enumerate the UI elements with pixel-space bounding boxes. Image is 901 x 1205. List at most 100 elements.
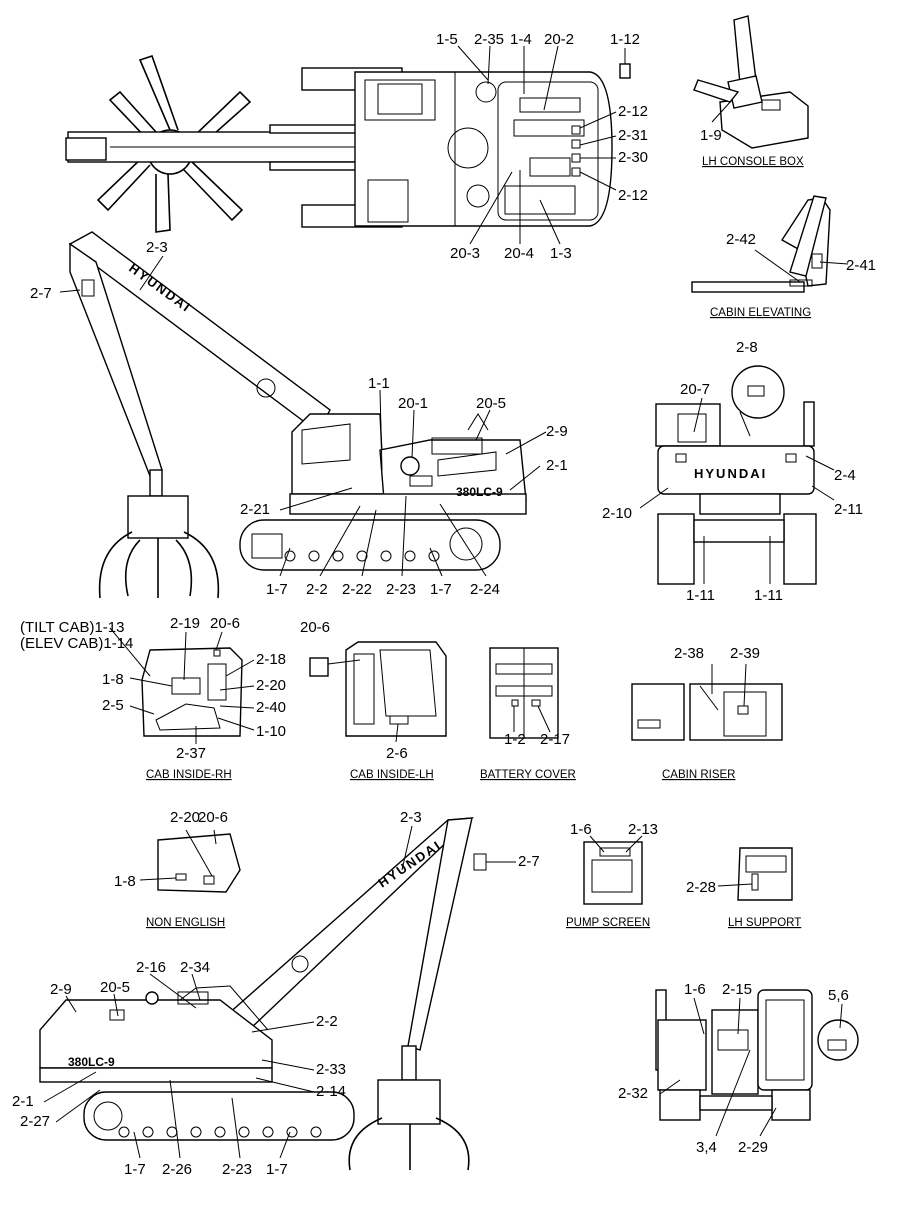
callouts-cab-lh: 20-6 2-6 1-2 2-17 2-38 2-39 bbox=[300, 619, 760, 762]
side-model-text: 380LC-9 bbox=[456, 485, 503, 499]
cab-inside-rh-drawing bbox=[109, 627, 255, 744]
callout-label: 2-17 bbox=[540, 731, 570, 748]
callout-label: 20-5 bbox=[100, 979, 130, 996]
lower-boom-brand-text: HYUNDAI bbox=[375, 837, 444, 890]
callout-label: 2-32 bbox=[618, 1085, 648, 1102]
callout-label: 1-8 bbox=[114, 873, 136, 890]
callouts-top-view: 1-5 2-35 1-4 20-2 1-12 2-12 2-31 2-30 2-… bbox=[436, 31, 648, 262]
callout-label: 1-6 bbox=[684, 981, 706, 998]
callout-label: 20-6 bbox=[210, 615, 240, 632]
callout-label: 1-4 bbox=[510, 31, 532, 48]
caption-non-english: NON ENGLISH bbox=[146, 917, 225, 929]
callout-label: (TILT CAB)1-13 bbox=[20, 619, 124, 636]
callout-label: 1-10 bbox=[256, 723, 286, 740]
non-english-drawing bbox=[139, 829, 241, 893]
lower-model-text: 380LC-9 bbox=[68, 1055, 115, 1069]
callout-label: 2-19 bbox=[170, 615, 200, 632]
caption-cabin-elevating: CABIN ELEVATING bbox=[710, 307, 811, 319]
callout-label: 2-26 bbox=[162, 1161, 192, 1178]
callout-label: 20-6 bbox=[300, 619, 330, 636]
callout-label: 2-20 bbox=[256, 677, 286, 694]
callout-label: 1-5 bbox=[436, 31, 458, 48]
callout-label: 1-11 bbox=[754, 587, 783, 604]
callout-label: 2-3 bbox=[146, 239, 168, 256]
callout-label: 2-21 bbox=[240, 501, 270, 518]
callout-label: 2-27 bbox=[20, 1113, 50, 1130]
callout-label: 2-9 bbox=[50, 981, 72, 998]
cabin-riser-drawing bbox=[631, 663, 783, 741]
lower-side-view-drawing bbox=[39, 817, 516, 1171]
callout-label: 2-24 bbox=[470, 581, 500, 598]
side-view-drawing bbox=[59, 231, 547, 599]
caption-pump-screen: PUMP SCREEN bbox=[566, 917, 650, 929]
callout-label: 5,6 bbox=[828, 987, 849, 1004]
callout-label: 1-6 bbox=[570, 821, 592, 838]
callout-label: 2-29 bbox=[738, 1139, 768, 1156]
callout-label: 20-5 bbox=[476, 395, 506, 412]
pump-screen-drawing bbox=[583, 835, 643, 905]
callout-label: 2-12 bbox=[618, 103, 648, 120]
battery-cover-drawing bbox=[489, 647, 559, 739]
callout-label: 20-7 bbox=[680, 381, 710, 398]
callout-label: 2-23 bbox=[222, 1161, 252, 1178]
console-box-drawing bbox=[693, 15, 809, 149]
callout-label: 2-2 bbox=[316, 1013, 338, 1030]
callout-label: 2-42 bbox=[726, 231, 756, 248]
callout-label: 2-40 bbox=[256, 699, 286, 716]
callout-label: 1-11 bbox=[686, 587, 715, 604]
callout-label: 2-13 bbox=[628, 821, 658, 838]
callout-label: 1-9 bbox=[700, 127, 722, 144]
caption-cabin-riser: CABIN RISER bbox=[662, 769, 736, 781]
callout-label: 2-5 bbox=[102, 697, 124, 714]
callout-label: 2-7 bbox=[30, 285, 52, 302]
callout-label: 20-4 bbox=[504, 245, 534, 262]
top-view-drawing bbox=[65, 45, 631, 245]
callout-label: 2-30 bbox=[618, 149, 648, 166]
callout-label: 2-1 bbox=[12, 1093, 34, 1110]
callout-label: 2-28 bbox=[686, 879, 716, 896]
callout-label: 2-7 bbox=[518, 853, 540, 870]
callout-label: 20-6 bbox=[198, 809, 228, 826]
callout-label: 2-15 bbox=[722, 981, 752, 998]
callout-label: 2-12 bbox=[618, 187, 648, 204]
cab-inside-lh-drawing bbox=[309, 641, 447, 743]
callout-label: 20-3 bbox=[450, 245, 480, 262]
callout-label: 20-1 bbox=[398, 395, 428, 412]
callout-label: 1-7 bbox=[266, 1161, 288, 1178]
callout-label: 2-10 bbox=[602, 505, 632, 522]
callouts-cab-rh: (TILT CAB)1-13 (ELEV CAB)1-14 2-19 20-6 … bbox=[20, 615, 286, 762]
caption-lh-support: LH SUPPORT bbox=[728, 917, 801, 929]
callout-label: 2-1 bbox=[546, 457, 568, 474]
lh-support-drawing bbox=[717, 847, 793, 901]
callout-label: 2-23 bbox=[386, 581, 416, 598]
callout-label: 1-8 bbox=[102, 671, 124, 688]
callouts-lower-side: 2-3 2-7 2-9 20-5 2-16 2-34 2-2 2-33 2-14… bbox=[12, 809, 540, 1178]
callout-label: 1-12 bbox=[610, 31, 640, 48]
front-view-drawing bbox=[655, 989, 859, 1137]
callout-label: 1-2 bbox=[504, 731, 526, 748]
callout-label: 2-8 bbox=[736, 339, 758, 356]
callout-label: 1-1 bbox=[368, 375, 390, 392]
callout-label: 2-20 bbox=[170, 809, 200, 826]
rear-brand-text: HYUNDAI bbox=[694, 466, 767, 481]
caption-battery-cover: BATTERY COVER bbox=[480, 769, 576, 781]
caption-lh-console-box: LH CONSOLE BOX bbox=[702, 156, 804, 168]
callout-label: 2-35 bbox=[474, 31, 504, 48]
callout-label: 1-7 bbox=[430, 581, 452, 598]
callout-label: 2-18 bbox=[256, 651, 286, 668]
callout-label: 2-9 bbox=[546, 423, 568, 440]
callout-label: 2-4 bbox=[834, 467, 856, 484]
callout-label: 1-7 bbox=[266, 581, 288, 598]
callout-label: 2-11 bbox=[834, 501, 863, 518]
callouts-rear-view: 2-8 20-7 2-4 2-10 2-11 1-11 1-11 bbox=[602, 339, 863, 604]
callout-label: (ELEV CAB)1-14 bbox=[20, 635, 133, 652]
callout-label: 1-3 bbox=[550, 245, 572, 262]
callout-label: 2-39 bbox=[730, 645, 760, 662]
callout-label: 2-22 bbox=[342, 581, 372, 598]
caption-cab-inside-lh: CAB INSIDE-LH bbox=[350, 769, 434, 781]
callout-label: 3,4 bbox=[696, 1139, 717, 1156]
callout-label: 20-2 bbox=[544, 31, 574, 48]
callout-label: 2-14 bbox=[316, 1083, 346, 1100]
callout-label: 2-34 bbox=[180, 959, 210, 976]
